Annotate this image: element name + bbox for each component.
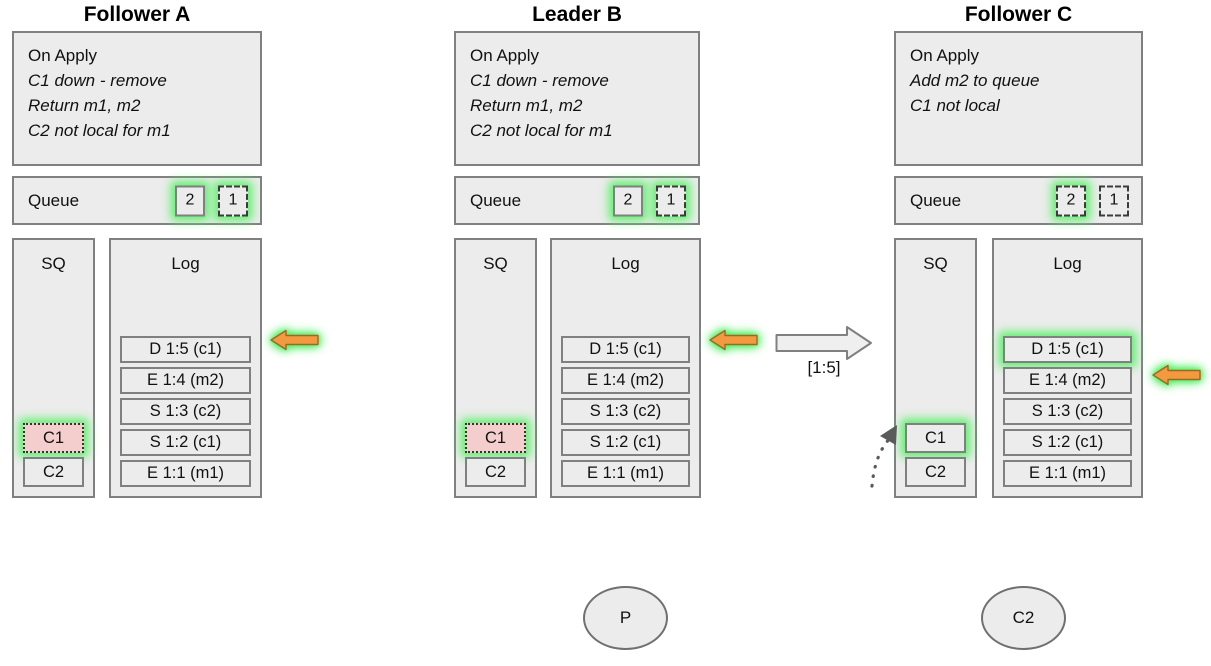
sq-panel-follower-a: SQ C1 C2 — [12, 238, 95, 498]
log-stack: D 1:5 (c1) E 1:4 (m2) S 1:3 (c2) S 1:2 (… — [561, 336, 690, 487]
node-title-follower-a: Follower A — [83, 3, 191, 26]
apply-line: C1 not local — [910, 96, 1000, 115]
apply-line: C2 not local for m1 — [470, 121, 613, 140]
sq-stack: C1 C2 — [465, 423, 526, 487]
log-panel-leader-b: Log D 1:5 (c1) E 1:4 (m2) S 1:3 (c2) S 1… — [550, 238, 701, 498]
sq-insert-dotted-arrow-icon — [866, 400, 916, 495]
sq-stack: C1 C2 — [905, 423, 966, 487]
apply-line: C1 down - remove — [28, 71, 167, 90]
queue-cell[interactable]: 2 — [1056, 185, 1086, 216]
log-entry[interactable]: S 1:2 (c1) — [1003, 429, 1132, 456]
queue-cells: 2 1 — [175, 185, 248, 216]
node-title-leader-b: Leader B — [532, 3, 622, 26]
sq-item[interactable]: C1 — [905, 423, 966, 453]
apply-pointer-arrow-leader-b — [709, 329, 758, 351]
queue-cell[interactable]: 1 — [218, 185, 248, 216]
log-entry[interactable]: S 1:3 (c2) — [1003, 398, 1132, 425]
apply-box-follower-a: On Apply C1 down - remove Return m1, m2 … — [12, 31, 262, 166]
apply-line: Return m1, m2 — [28, 96, 141, 115]
log-entry[interactable]: E 1:4 (m2) — [120, 367, 251, 394]
log-entry[interactable]: E 1:4 (m2) — [1003, 367, 1132, 394]
apply-heading: On Apply — [470, 46, 539, 65]
queue-label: Queue — [470, 190, 522, 210]
log-stack: D 1:5 (c1) E 1:4 (m2) S 1:3 (c2) S 1:2 (… — [1003, 336, 1132, 487]
queue-cells: 2 1 — [1056, 185, 1129, 216]
log-entry[interactable]: E 1:1 (m1) — [1003, 460, 1132, 487]
log-panel-follower-a: Log D 1:5 (c1) E 1:4 (m2) S 1:3 (c2) S 1… — [109, 238, 262, 498]
log-entry[interactable]: D 1:5 (c1) — [120, 336, 251, 363]
log-title: Log — [1053, 254, 1082, 273]
log-entry[interactable]: S 1:2 (c1) — [561, 429, 690, 456]
apply-line: C2 not local for m1 — [28, 121, 171, 140]
apply-heading: On Apply — [28, 46, 97, 65]
apply-line: Add m2 to queue — [910, 71, 1040, 90]
apply-line: Return m1, m2 — [470, 96, 583, 115]
log-entry[interactable]: E 1:1 (m1) — [120, 460, 251, 487]
apply-pointer-arrow-follower-a — [270, 329, 319, 351]
log-entry[interactable]: D 1:5 (c1) — [561, 336, 690, 363]
hollow-right-arrow-icon — [775, 325, 873, 361]
sq-stack: C1 C2 — [23, 423, 84, 487]
sq-item[interactable]: C2 — [905, 457, 966, 487]
log-entry[interactable]: S 1:2 (c1) — [120, 429, 251, 456]
queue-cell[interactable]: 1 — [656, 185, 686, 216]
sq-title: SQ — [483, 254, 508, 273]
queue-label: Queue — [910, 190, 962, 210]
apply-box-leader-b: On Apply C1 down - remove Return m1, m2 … — [454, 31, 700, 166]
queue-cell[interactable]: 2 — [613, 185, 643, 216]
queue-panel-leader-b: Queue 2 1 — [454, 176, 700, 225]
transfer-label: [1:5] — [807, 358, 841, 377]
sq-item[interactable]: C1 — [465, 423, 526, 453]
log-entry[interactable]: E 1:4 (m2) — [561, 367, 690, 394]
log-entry[interactable]: E 1:1 (m1) — [561, 460, 690, 487]
log-panel-follower-c: Log D 1:5 (c1) E 1:4 (m2) S 1:3 (c2) S 1… — [992, 238, 1143, 498]
queue-cell[interactable]: 1 — [1099, 185, 1129, 216]
sq-item[interactable]: C2 — [465, 457, 526, 487]
sq-panel-follower-c: SQ C1 C2 — [894, 238, 977, 498]
sq-item[interactable]: C1 — [23, 423, 84, 453]
log-stack: D 1:5 (c1) E 1:4 (m2) S 1:3 (c2) S 1:2 (… — [120, 336, 251, 487]
queue-panel-follower-a: Queue 2 1 — [12, 176, 262, 225]
sq-title: SQ — [923, 254, 948, 273]
log-entry[interactable]: S 1:3 (c2) — [561, 398, 690, 425]
apply-line: C1 down - remove — [470, 71, 609, 90]
sq-item[interactable]: C2 — [23, 457, 84, 487]
queue-label: Queue — [28, 190, 80, 210]
client-node-c2[interactable]: C2 — [981, 586, 1066, 650]
sq-panel-leader-b: SQ C1 C2 — [454, 238, 537, 498]
log-entry[interactable]: S 1:3 (c2) — [120, 398, 251, 425]
queue-cells: 2 1 — [613, 185, 686, 216]
apply-heading: On Apply — [910, 46, 979, 65]
queue-cell[interactable]: 2 — [175, 185, 205, 216]
log-title: Log — [611, 254, 640, 273]
queue-panel-follower-c: Queue 2 1 — [894, 176, 1143, 225]
log-title: Log — [171, 254, 200, 273]
client-node-p[interactable]: P — [583, 586, 668, 650]
apply-pointer-arrow-follower-c — [1152, 364, 1201, 386]
node-title-follower-c: Follower C — [964, 3, 1073, 26]
apply-box-follower-c: On Apply Add m2 to queue C1 not local — [894, 31, 1143, 166]
log-entry[interactable]: D 1:5 (c1) — [1003, 336, 1132, 363]
sq-title: SQ — [41, 254, 66, 273]
